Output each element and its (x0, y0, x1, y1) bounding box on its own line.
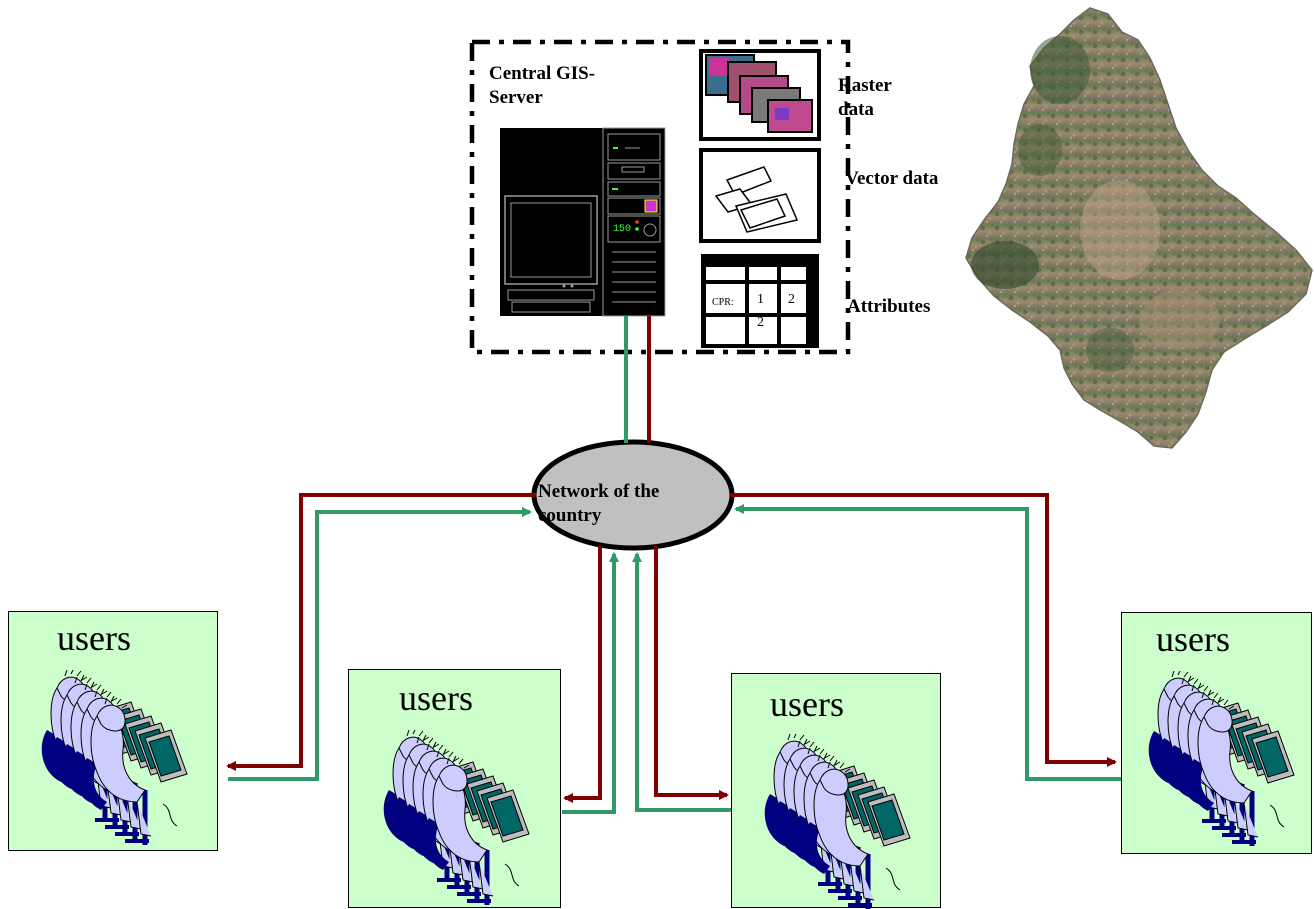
vector-data-icon (699, 148, 821, 243)
attributes-label: Attributes (847, 296, 931, 317)
table-cell-value: 2 (788, 292, 795, 307)
vector-data-label: Vector data (845, 168, 939, 189)
link-response-user-group-4 (734, 504, 1122, 781)
user-group-label: users (399, 678, 473, 718)
link-request-user-group-2 (563, 546, 602, 803)
server-screen-readout: 150 (613, 224, 631, 235)
raster-data-label: Raster data (838, 75, 892, 120)
monitor-icon (500, 128, 603, 316)
user-group-label: users (1156, 619, 1230, 659)
table-cell-value: 1 (757, 292, 764, 307)
link-request-user-group-1 (226, 493, 536, 771)
user-group-label: users (57, 618, 131, 658)
network-label: Network of the country (538, 481, 660, 526)
link-response-user-group-3 (632, 552, 733, 812)
link-response-user-group-1 (228, 507, 532, 781)
users-icon (383, 730, 530, 905)
attributes-table-icon (701, 254, 819, 348)
users-icon (41, 670, 188, 845)
raster-data-icon (699, 49, 821, 141)
users-icon (764, 734, 911, 909)
user-group-2: users (348, 669, 561, 908)
server-boundary (469, 39, 851, 355)
users-icon (1148, 671, 1295, 846)
server-title: Central GIS- Server (489, 63, 596, 108)
link-request-user-group-3 (654, 546, 729, 800)
user-group-4: users (1121, 612, 1312, 854)
user-group-3: users (731, 673, 941, 909)
user-group-1: users (8, 611, 218, 851)
table-cell-value: 2 (757, 315, 764, 330)
server-tower-icon (602, 127, 666, 317)
user-group-label: users (770, 684, 844, 724)
link-response-user-group-2 (562, 552, 619, 814)
table-cell-code: CPR: (712, 297, 734, 308)
region-satellite-map (965, 7, 1313, 449)
link-request-user-group-4 (730, 493, 1117, 767)
